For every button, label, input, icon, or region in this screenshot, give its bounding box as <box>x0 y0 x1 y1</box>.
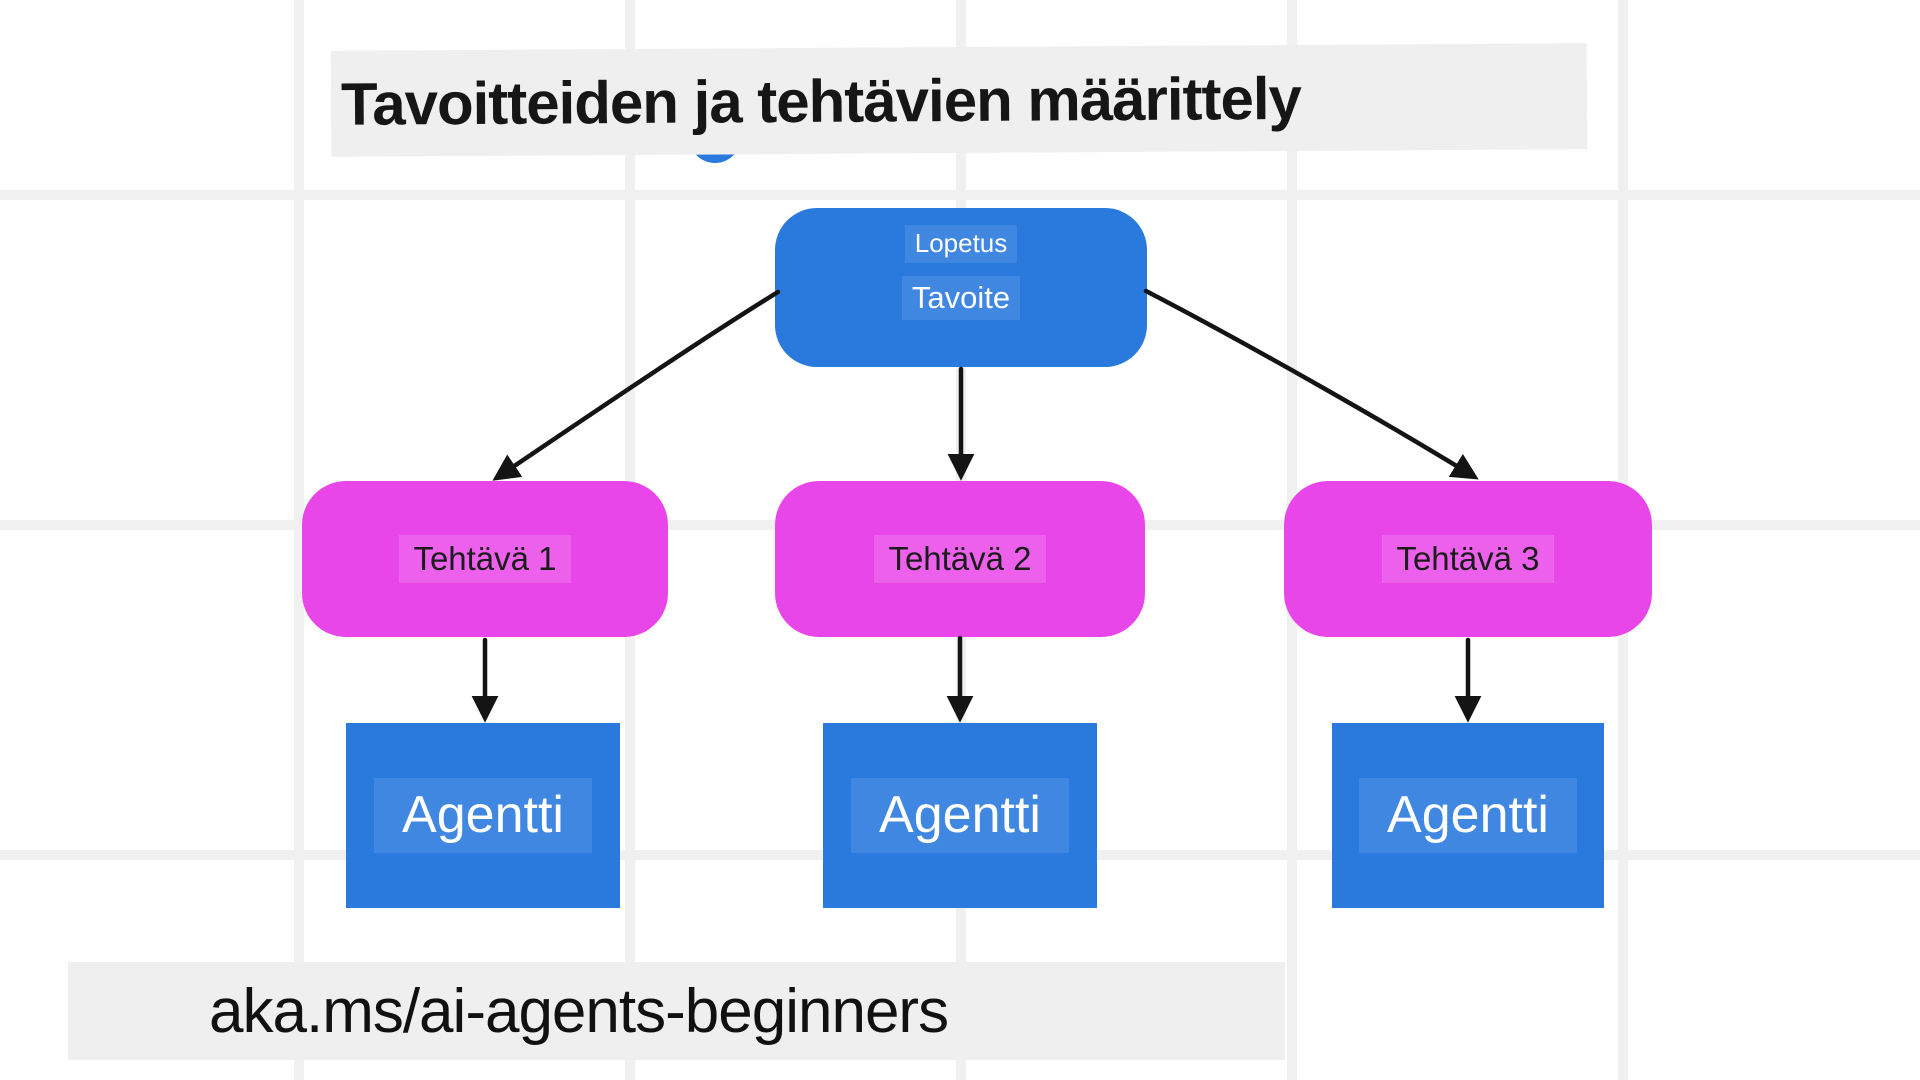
agent-node-3-label: Agentti <box>1359 777 1577 854</box>
task-node-1-label: Tehtävä 1 <box>399 535 571 583</box>
task-node-3-label: Tehtävä 3 <box>1382 535 1554 583</box>
task-node-3: Tehtävä 3 <box>1284 481 1652 637</box>
task-node-1: Tehtävä 1 <box>302 481 668 637</box>
agent-node-2: Agentti <box>823 723 1097 908</box>
title-banner: Tavoitteiden ja tehtävien määrittely <box>330 43 1588 157</box>
goal-node: Lopetus Tavoite <box>775 208 1147 367</box>
task-node-2-label: Tehtävä 2 <box>874 535 1046 583</box>
footer-banner: aka.ms/ai-agents-beginners <box>68 962 1285 1060</box>
goal-node-label-top: Lopetus <box>904 225 1018 263</box>
agent-node-2-label: Agentti <box>851 777 1069 854</box>
arrow-goal-to-task3 <box>1143 288 1479 480</box>
goal-node-label-bottom: Tavoite <box>901 275 1021 320</box>
agent-node-3: Agentti <box>1332 723 1604 908</box>
page-title: Tavoitteiden ja tehtävien määrittely <box>340 64 1302 138</box>
agent-node-1-label: Agentti <box>374 777 592 854</box>
task-node-2: Tehtävä 2 <box>775 481 1145 637</box>
agent-node-1: Agentti <box>346 723 620 908</box>
footer-link-text: aka.ms/ai-agents-beginners <box>209 976 949 1046</box>
arrow-goal-to-task1 <box>492 289 781 481</box>
